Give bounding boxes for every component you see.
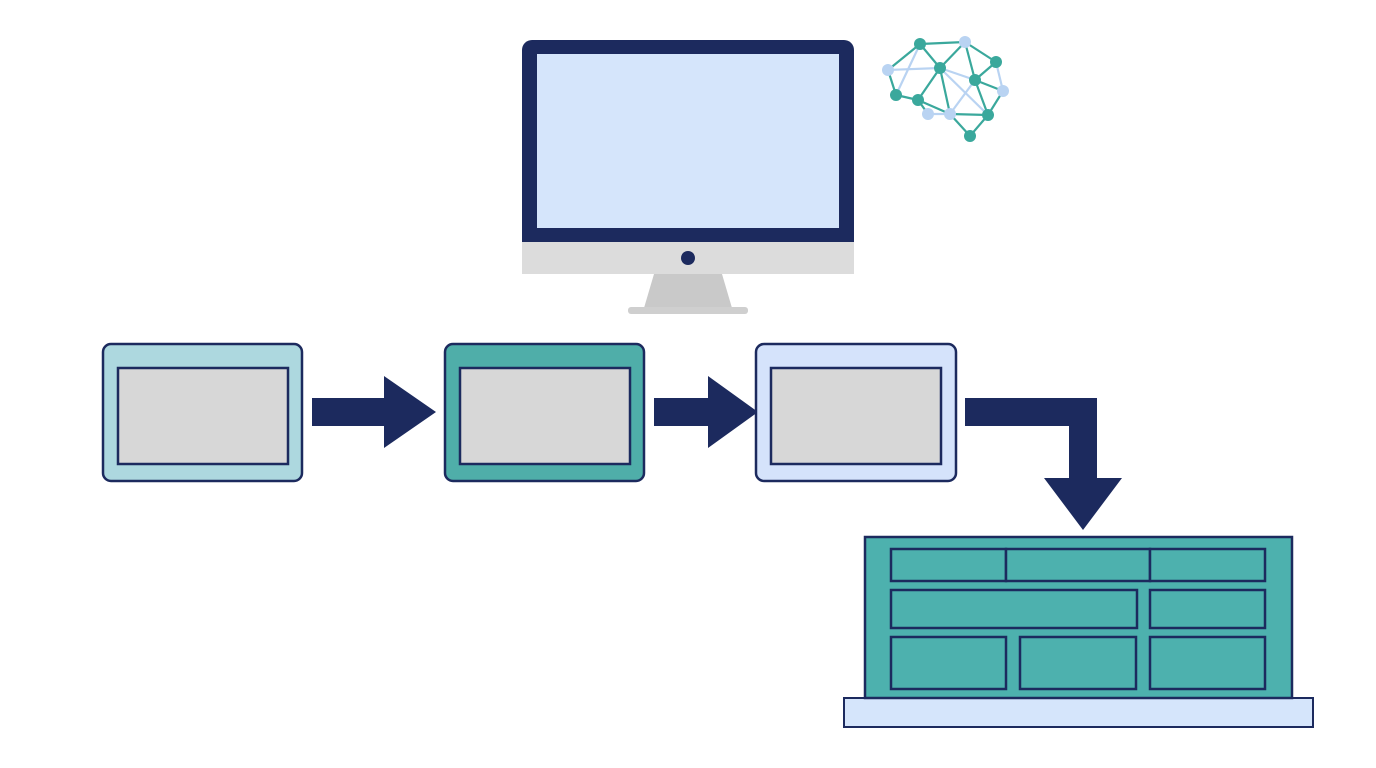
grid-cell [1148,635,1267,691]
stage-2-inner [458,366,632,466]
monitor-stand-neck [644,274,732,308]
elbow-down-arrow-icon [965,398,1122,530]
grid-cells [889,547,1267,691]
right-arrow-icon [312,376,436,448]
right-arrow-icon [654,376,758,448]
grid-cell [889,547,1008,583]
monitor-power-dot [681,251,695,265]
grid-cell [889,635,1008,691]
neural-network-brain-icon [882,36,1009,142]
network-edges [886,40,1005,137]
grid-cell [889,588,1139,630]
grid-cell [1018,635,1138,691]
grid-base [843,697,1314,728]
stage-1-inner [116,366,290,466]
monitor-stand-base [628,307,748,314]
stage-3-inner [769,366,943,466]
grid-cell [1148,588,1267,630]
grid-cell [1148,547,1267,583]
network-nodes [882,36,1009,142]
data-grid-icon [843,535,1314,728]
grid-cell [1004,547,1152,583]
desktop-monitor-icon [522,40,854,314]
stage-3-panel [754,342,958,483]
stage-1-panel [101,342,304,483]
monitor-chin-rounding [522,258,854,274]
stage-2-panel [443,342,646,483]
monitor-screen [537,54,839,228]
